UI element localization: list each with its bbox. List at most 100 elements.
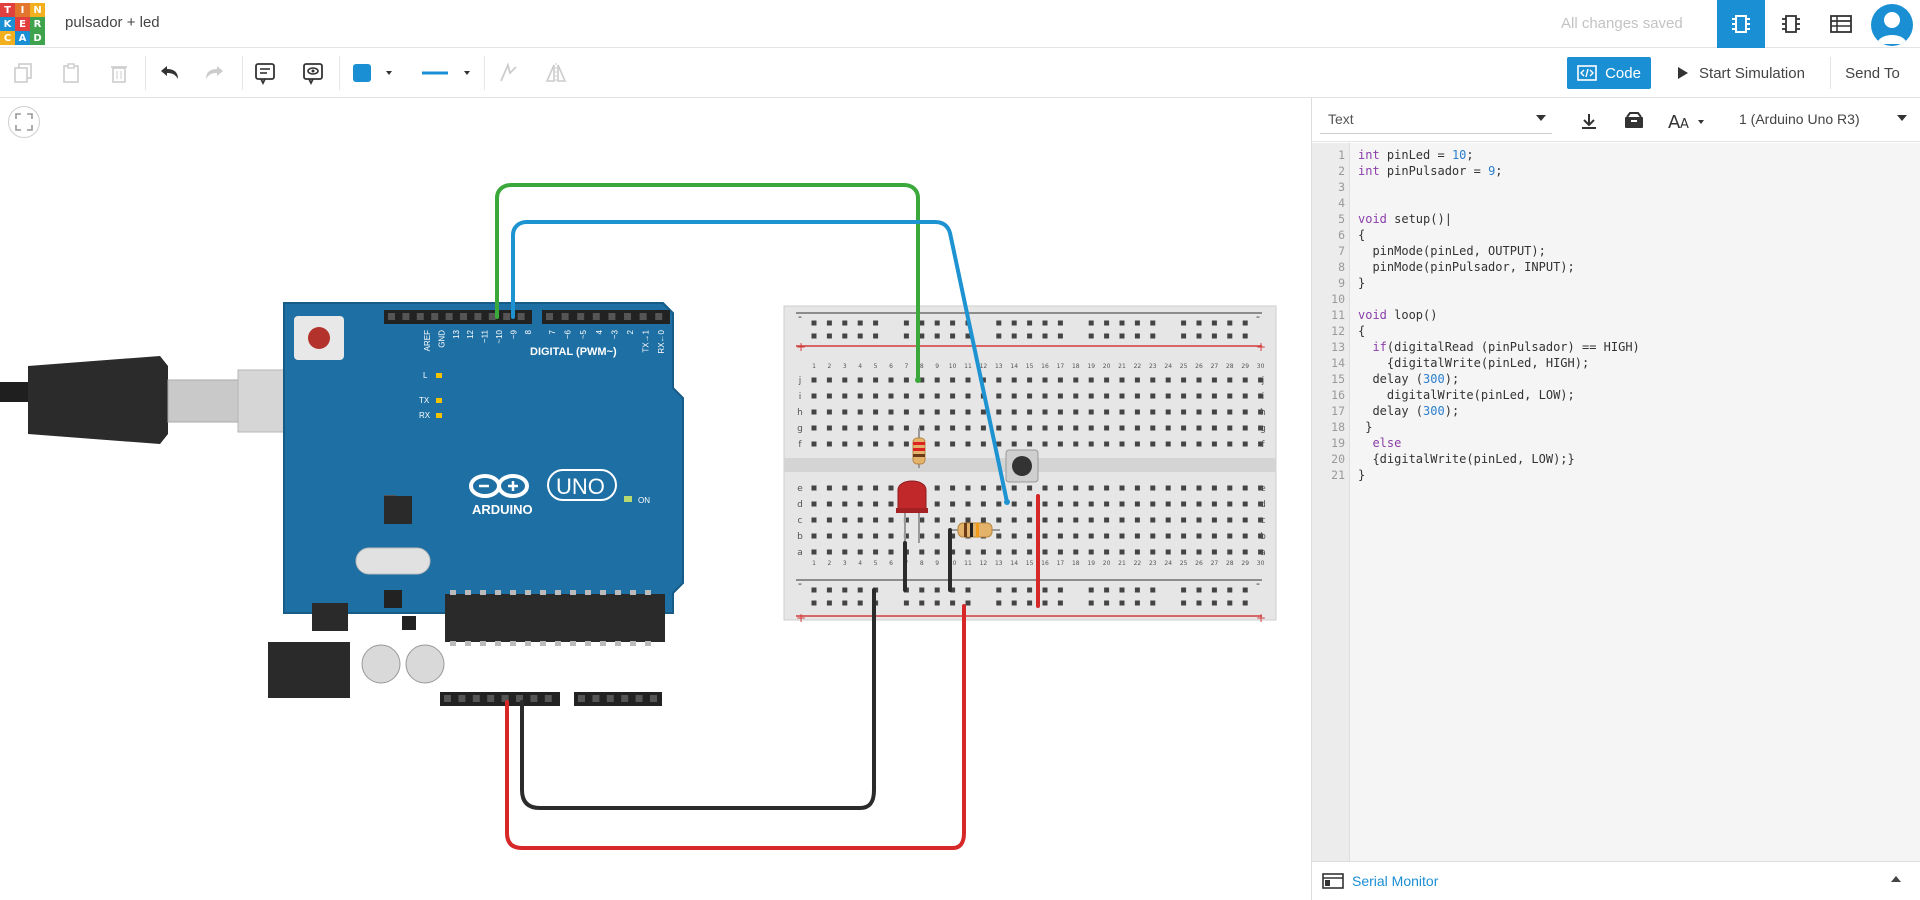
breadboard-hole[interactable] <box>811 393 817 399</box>
pin-hole[interactable] <box>592 695 600 702</box>
breadboard-hole[interactable] <box>1165 501 1171 507</box>
breadboard-hole[interactable] <box>1042 393 1048 399</box>
breadboard-hole[interactable] <box>857 533 863 539</box>
pin-hole[interactable] <box>503 313 511 320</box>
breadboard-hole[interactable] <box>1088 533 1094 539</box>
breadboard-hole[interactable] <box>1042 533 1048 539</box>
breadboard-hole[interactable] <box>1057 377 1063 383</box>
breadboard-hole[interactable] <box>1227 320 1233 326</box>
breadboard-hole[interactable] <box>1073 377 1079 383</box>
breadboard-hole[interactable] <box>1088 485 1094 491</box>
breadboard-hole[interactable] <box>950 517 956 523</box>
breadboard-hole[interactable] <box>965 485 971 491</box>
breadboard-hole[interactable] <box>826 393 832 399</box>
breadboard-hole[interactable] <box>1134 333 1140 339</box>
breadboard-hole[interactable] <box>1181 600 1187 606</box>
breadboard-hole[interactable] <box>996 320 1002 326</box>
push-button[interactable] <box>1005 449 1039 483</box>
breadboard-hole[interactable] <box>1042 587 1048 593</box>
breadboard-hole[interactable] <box>1211 587 1217 593</box>
breadboard-hole[interactable] <box>1196 393 1202 399</box>
breadboard-hole[interactable] <box>1027 485 1033 491</box>
breadboard-hole[interactable] <box>1258 549 1264 555</box>
breadboard-hole[interactable] <box>811 425 817 431</box>
breadboard-hole[interactable] <box>1027 587 1033 593</box>
breadboard-hole[interactable] <box>950 409 956 415</box>
breadboard-hole[interactable] <box>950 377 956 383</box>
breadboard-hole[interactable] <box>826 485 832 491</box>
pin-hole[interactable] <box>561 313 569 320</box>
breadboard-hole[interactable] <box>1104 320 1110 326</box>
breadboard-hole[interactable] <box>934 549 940 555</box>
breadboard-hole[interactable] <box>1227 409 1233 415</box>
breadboard-hole[interactable] <box>1150 600 1156 606</box>
breadboard-hole[interactable] <box>1227 517 1233 523</box>
breadboard-hole[interactable] <box>1057 549 1063 555</box>
breadboard-hole[interactable] <box>934 485 940 491</box>
breadboard-hole[interactable] <box>934 441 940 447</box>
breadboard-hole[interactable] <box>965 425 971 431</box>
reset-button[interactable] <box>308 327 330 349</box>
breadboard-hole[interactable] <box>1242 393 1248 399</box>
breadboard-hole[interactable] <box>1258 425 1264 431</box>
breadboard-hole[interactable] <box>1011 517 1017 523</box>
breadboard-hole[interactable] <box>1196 425 1202 431</box>
circuit-view-button[interactable] <box>1717 0 1765 48</box>
breadboard-hole[interactable] <box>1211 333 1217 339</box>
breadboard-hole[interactable] <box>826 377 832 383</box>
breadboard-hole[interactable] <box>965 600 971 606</box>
breadboard-hole[interactable] <box>1042 425 1048 431</box>
breadboard-hole[interactable] <box>1042 409 1048 415</box>
breadboard-hole[interactable] <box>1027 320 1033 326</box>
breadboard-hole[interactable] <box>1227 485 1233 491</box>
breadboard-hole[interactable] <box>1073 517 1079 523</box>
code-line[interactable]: else <box>1372 436 1402 450</box>
breadboard-hole[interactable] <box>1181 333 1187 339</box>
breadboard-hole[interactable] <box>842 377 848 383</box>
breadboard-hole[interactable] <box>950 600 956 606</box>
breadboard-hole[interactable] <box>1011 393 1017 399</box>
breadboard-hole[interactable] <box>1027 425 1033 431</box>
breadboard-hole[interactable] <box>1088 333 1094 339</box>
breadboard-hole[interactable] <box>996 393 1002 399</box>
breadboard-hole[interactable] <box>1042 320 1048 326</box>
breadboard-hole[interactable] <box>857 600 863 606</box>
breadboard-hole[interactable] <box>1073 533 1079 539</box>
breadboard-hole[interactable] <box>873 549 879 555</box>
breadboard-hole[interactable] <box>888 549 894 555</box>
code-line[interactable]: {digitalWrite(pinLed, LOW);} <box>1358 452 1575 466</box>
pin-hole[interactable] <box>444 695 451 702</box>
breadboard-hole[interactable] <box>1104 549 1110 555</box>
pin-hole[interactable] <box>488 313 496 320</box>
breadboard-hole[interactable] <box>888 485 894 491</box>
breadboard-hole[interactable] <box>1134 549 1140 555</box>
delete-button[interactable] <box>104 58 134 88</box>
color-picker[interactable] <box>348 58 398 88</box>
breadboard-hole[interactable] <box>842 600 848 606</box>
breadboard-hole[interactable] <box>934 600 940 606</box>
breadboard-hole[interactable] <box>1104 485 1110 491</box>
breadboard-hole[interactable] <box>1057 409 1063 415</box>
breadboard-hole[interactable] <box>1227 425 1233 431</box>
breadboard-hole[interactable] <box>1027 333 1033 339</box>
breadboard-hole[interactable] <box>1165 517 1171 523</box>
design-title[interactable]: pulsador + led <box>65 14 160 31</box>
breadboard-hole[interactable] <box>1104 409 1110 415</box>
breadboard-hole[interactable] <box>1134 320 1140 326</box>
breadboard-hole[interactable] <box>1011 600 1017 606</box>
breadboard-hole[interactable] <box>919 377 925 383</box>
paste-button[interactable] <box>56 58 86 88</box>
breadboard-hole[interactable] <box>1258 409 1264 415</box>
breadboard-hole[interactable] <box>1073 501 1079 507</box>
breadboard-hole[interactable] <box>1104 425 1110 431</box>
breadboard-hole[interactable] <box>1150 377 1156 383</box>
breadboard-hole[interactable] <box>1057 393 1063 399</box>
breadboard-hole[interactable] <box>1119 425 1125 431</box>
breadboard-hole[interactable] <box>1227 501 1233 507</box>
breadboard-hole[interactable] <box>873 533 879 539</box>
breadboard-hole[interactable] <box>919 320 925 326</box>
breadboard-hole[interactable] <box>1088 501 1094 507</box>
